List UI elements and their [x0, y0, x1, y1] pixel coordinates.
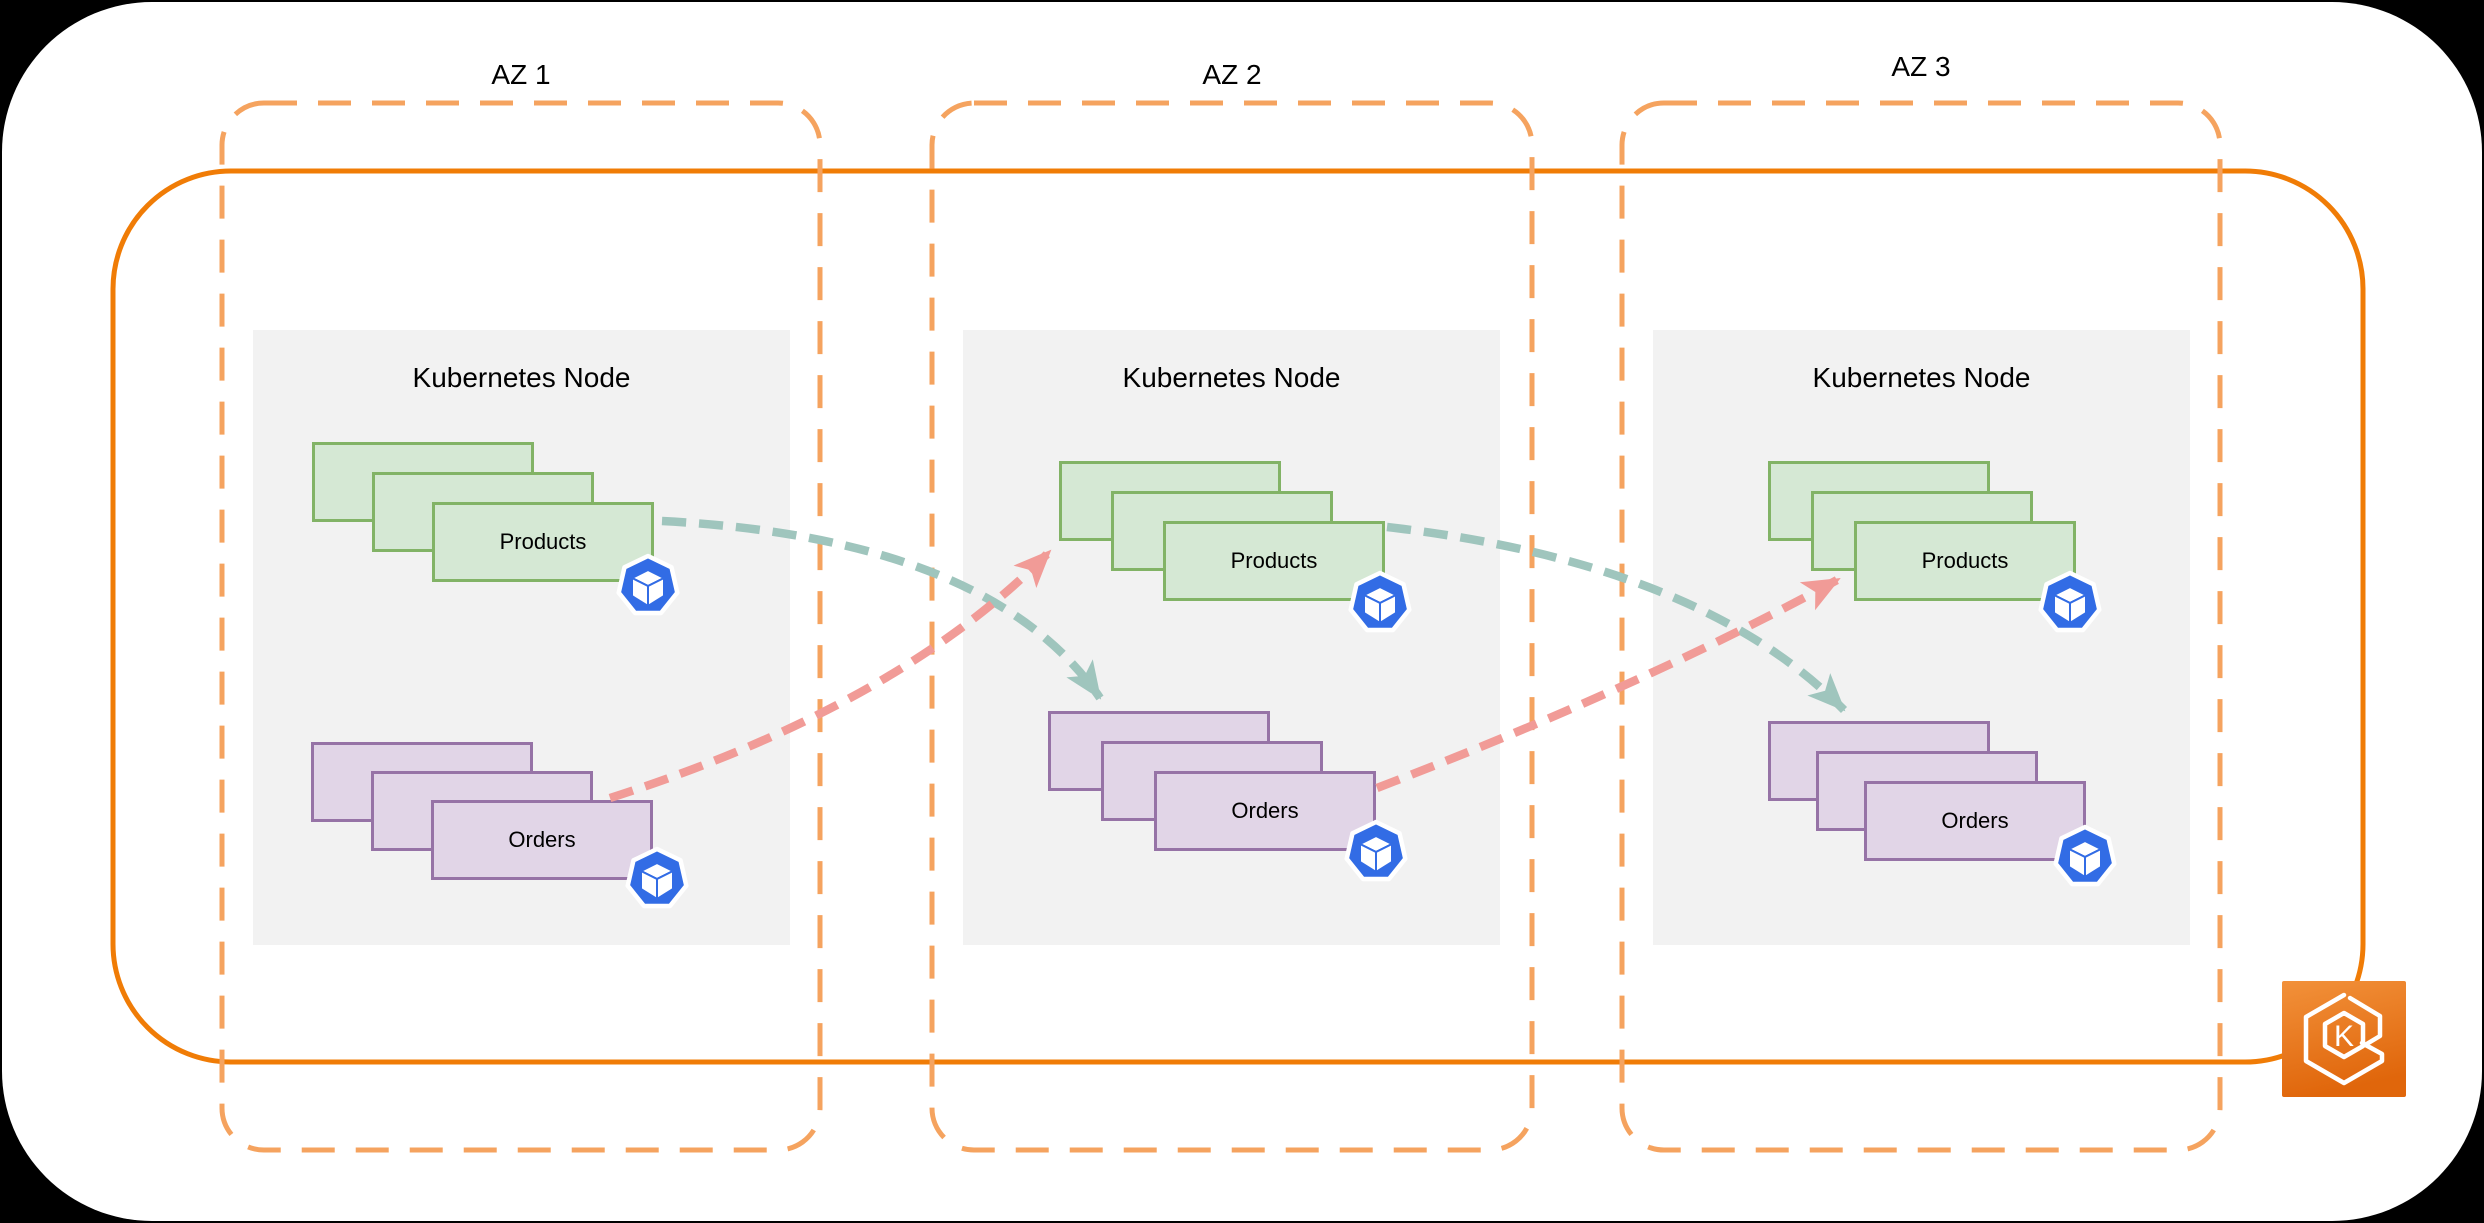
az1-label: AZ 1 [491, 59, 551, 90]
products-deployment-az2: Products [1163, 521, 1385, 601]
az2-label: AZ 2 [1202, 59, 1262, 90]
deployment-label: Orders [1231, 798, 1299, 823]
deployment-label: Orders [508, 827, 576, 852]
node-title: Kubernetes Node [1812, 362, 2031, 393]
deployment-label: Products [1921, 548, 2009, 573]
deployment-label: Orders [1941, 808, 2009, 833]
orders-deployment-az2: Orders [1154, 771, 1376, 851]
deployment-label: Products [499, 529, 587, 554]
products-deployment-az3: Products [1854, 521, 2076, 601]
orders-deployment-az1: Orders [431, 800, 653, 880]
orders-deployment-az3: Orders [1864, 781, 2086, 861]
deployment-label: Products [1230, 548, 1318, 573]
products-deployment-az1: Products [432, 502, 654, 582]
kubernetes-node-az2: Kubernetes Node [963, 330, 1500, 945]
node-title: Kubernetes Node [412, 362, 631, 393]
node-title: Kubernetes Node [1122, 362, 1341, 393]
az3-label: AZ 3 [1891, 51, 1951, 82]
